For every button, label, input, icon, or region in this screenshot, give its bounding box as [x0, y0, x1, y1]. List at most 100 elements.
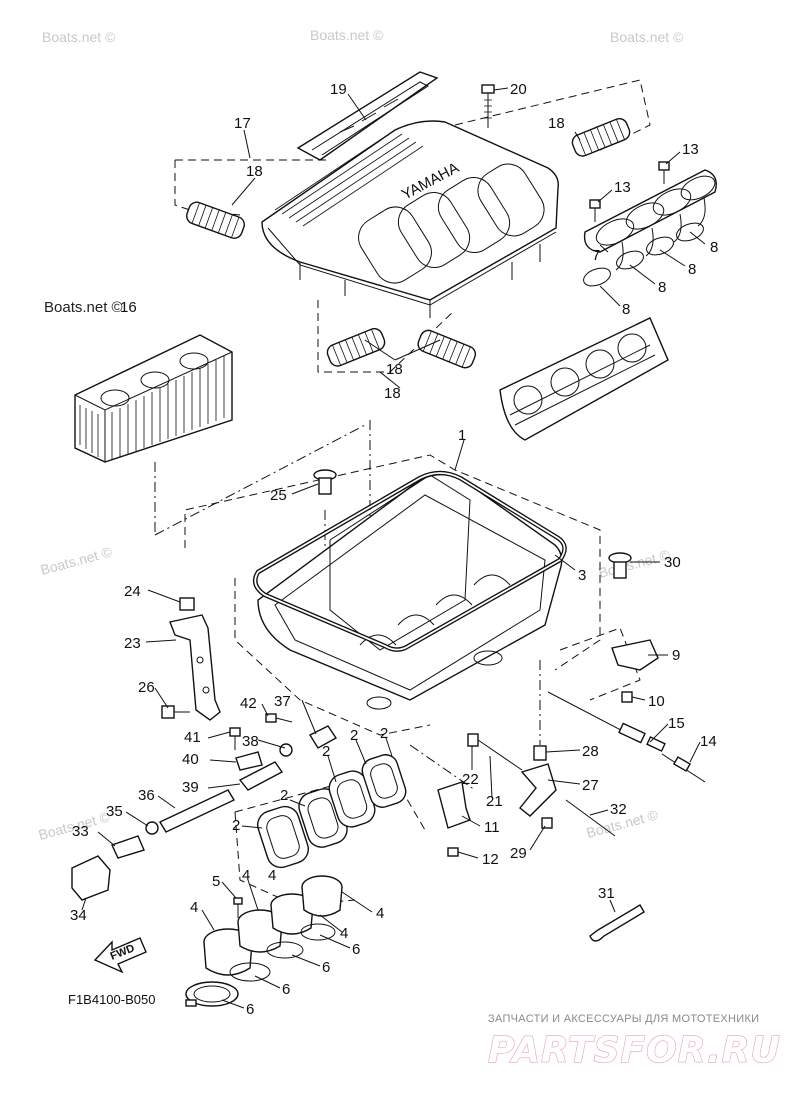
screw-part-5: [233, 897, 243, 918]
collar-part-24: [179, 597, 195, 611]
fitting-part-33: [111, 835, 145, 859]
callout-17: 17: [234, 115, 251, 132]
callout-12: 12: [482, 851, 499, 868]
callout-15: 15: [668, 715, 685, 732]
bolt-part-10: [621, 691, 633, 703]
callout-13: 13: [682, 141, 699, 158]
collar-part-22: [467, 733, 479, 747]
top-badge-strip-part-19: [296, 71, 439, 161]
callout-4: 4: [340, 925, 348, 942]
clip-part-40: [235, 751, 263, 771]
clamp-part-38: [279, 743, 293, 757]
bolt-part-13: [589, 161, 670, 222]
bolt-part-29: [541, 817, 553, 829]
callout-31: 31: [598, 885, 615, 902]
callout-4: 4: [376, 905, 384, 922]
clamps-part-6: [185, 923, 336, 1007]
callout-18: 18: [246, 163, 263, 180]
callout-8: 8: [658, 279, 666, 296]
callout-38: 38: [242, 733, 259, 750]
gasket-part-3: [252, 470, 567, 652]
callout-8: 8: [622, 301, 630, 318]
callout-16: 16: [120, 299, 137, 316]
callout-9: 9: [672, 647, 680, 664]
hose-part-36: [159, 789, 235, 833]
callout-27: 27: [582, 777, 599, 794]
watermark: Boats.net ©: [310, 27, 384, 43]
callout-7: 7: [592, 247, 600, 264]
cable-tie-part-31: [589, 904, 645, 942]
callout-8: 8: [688, 261, 696, 278]
bracket-part-23: [169, 614, 221, 721]
callout-36: 36: [138, 787, 155, 804]
callout-1: 1: [458, 427, 466, 444]
cable-part-15: [547, 691, 666, 752]
bolt-part-26: [161, 705, 190, 719]
air-filter-part-16: [74, 334, 233, 463]
callout-37: 37: [274, 693, 291, 710]
callout-6: 6: [246, 1001, 254, 1018]
callout-35: 35: [106, 803, 123, 820]
callout-6: 6: [282, 981, 290, 998]
cable-part-14: [661, 753, 706, 783]
leader-lines: [81, 87, 706, 1009]
footer-tagline: ЗАПЧАСТИ И АКСЕССУАРЫ ДЛЯ МОТОТЕХНИКИ: [488, 1013, 759, 1025]
screw-part-12: [447, 847, 459, 857]
callout-6: 6: [352, 941, 360, 958]
callout-8: 8: [710, 239, 718, 256]
fwd-arrow-icon: FWD: [93, 937, 147, 974]
watermark: Boats.net ©: [597, 546, 673, 581]
callout-19: 19: [330, 81, 347, 98]
air-box-part-1: [257, 473, 563, 710]
callout-30: 30: [664, 554, 681, 571]
throttle-body-assembly: [499, 317, 669, 441]
screw-part-42: [265, 713, 293, 723]
bracket-part-27: [519, 763, 557, 817]
callout-2: 2: [380, 725, 388, 742]
watermark: Boats.net ©: [42, 29, 116, 45]
callout-18: 18: [384, 385, 401, 402]
callout-13: 13: [614, 179, 631, 196]
callout-4: 4: [242, 867, 250, 884]
bracket-part-39: [238, 761, 284, 791]
callout-numbers: 1 2 2 2 2 2 3 4 4 4 4 4 5 6 6 6 6 7 8 8 …: [70, 81, 718, 1018]
intake-joint-part-7: [583, 169, 717, 271]
grommet-bolt-part-30: [608, 552, 632, 579]
bolt-part-20: [481, 84, 495, 128]
callout-4: 4: [268, 867, 276, 884]
callout-39: 39: [182, 779, 199, 796]
callout-26: 26: [138, 679, 155, 696]
callout-22: 22: [462, 771, 479, 788]
callout-21: 21: [486, 793, 503, 810]
top-cover-part-17: YAMAHA: [261, 120, 559, 318]
clamp-part-35: [145, 821, 159, 835]
callout-11: 11: [484, 819, 500, 836]
watermark: Boats.net ©: [39, 543, 115, 578]
callout-2: 2: [350, 727, 358, 744]
bracket-part-11: [437, 781, 471, 829]
callout-33: 33: [72, 823, 89, 840]
callout-25: 25: [270, 487, 287, 504]
callout-29: 29: [510, 845, 527, 862]
callout-14: 14: [700, 733, 717, 750]
callout-20: 20: [510, 81, 527, 98]
callout-2: 2: [322, 743, 330, 760]
callout-2: 2: [232, 817, 240, 834]
callout-18: 18: [548, 115, 565, 132]
callout-23: 23: [124, 635, 141, 652]
collar-part-28: [533, 745, 547, 761]
bracket-part-9: [611, 639, 659, 671]
callout-24: 24: [124, 583, 141, 600]
cable-tie-part-32: [565, 799, 616, 837]
callout-41: 41: [184, 729, 201, 746]
callout-34: 34: [70, 907, 87, 924]
intake-gaskets-part-2: [257, 754, 407, 869]
watermark: Boats.net ©: [610, 29, 684, 45]
ribbed-grommets-part-18: [186, 117, 631, 369]
stud-bolt-part-21: [477, 739, 523, 771]
callout-4: 4: [190, 899, 198, 916]
callout-10: 10: [648, 693, 665, 710]
cap-part-34: [71, 855, 111, 901]
watermark-dark: Boats.net ©: [44, 299, 123, 316]
